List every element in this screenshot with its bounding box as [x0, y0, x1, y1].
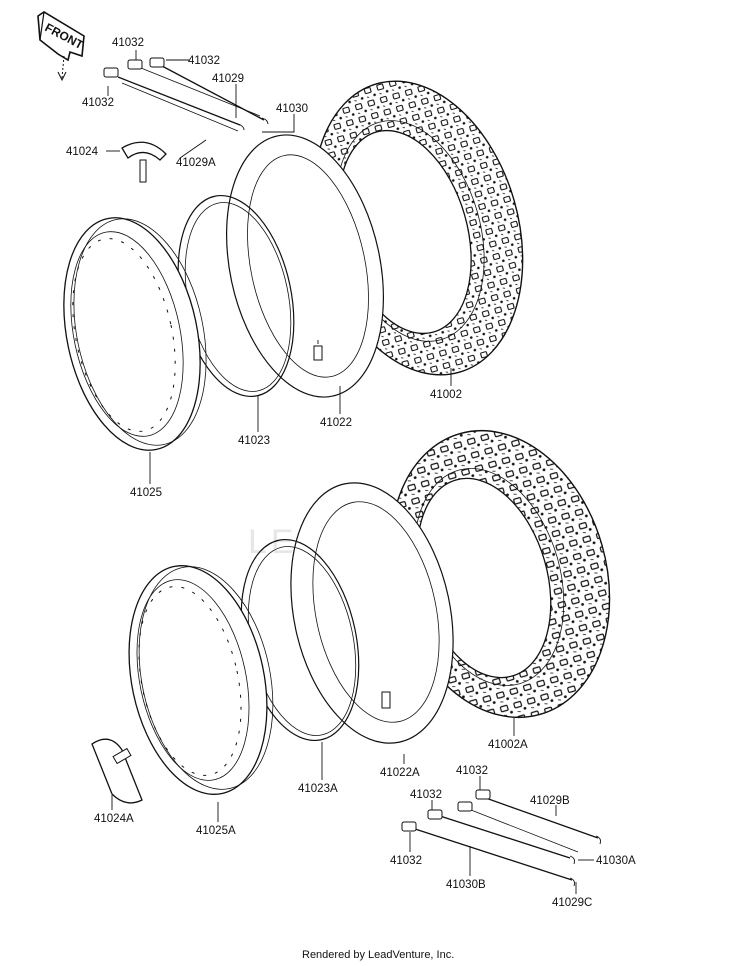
label-41030B[interactable]: 41030B: [446, 879, 486, 891]
footer-credit: Rendered by LeadVenture, Inc.: [302, 949, 454, 961]
rim-lock-41024A: [91, 738, 143, 804]
tube-41022A: [290, 482, 454, 744]
spokes-lower: [401, 789, 601, 887]
label-41030[interactable]: 41030: [276, 103, 308, 115]
label-41029C[interactable]: 41029C: [552, 897, 592, 909]
label-41024[interactable]: 41024: [66, 146, 99, 158]
label-41029[interactable]: 41029: [212, 73, 244, 85]
label-41032-d[interactable]: 41032: [456, 765, 488, 777]
label-41025[interactable]: 41025: [130, 487, 162, 499]
tube-41022: [226, 134, 384, 398]
label-41002[interactable]: 41002: [430, 389, 462, 401]
label-41029A[interactable]: 41029A: [176, 157, 216, 169]
label-41032-b[interactable]: 41032: [188, 55, 220, 67]
label-41032-e[interactable]: 41032: [410, 789, 442, 801]
rim-lock-41024: [121, 141, 167, 183]
rim-41025A: [128, 565, 274, 795]
label-41023[interactable]: 41023: [238, 435, 270, 447]
spokes-upper: [103, 57, 269, 132]
front-badge: FRONT: [37, 11, 86, 82]
label-41032-c[interactable]: 41032: [82, 97, 114, 109]
leader-lines: [106, 50, 594, 894]
label-41032-a[interactable]: 41032: [112, 37, 144, 49]
label-41024A[interactable]: 41024A: [94, 813, 134, 825]
rim-41025: [63, 217, 207, 451]
label-41030A[interactable]: 41030A: [596, 855, 636, 867]
label-41022A[interactable]: 41022A: [380, 767, 420, 779]
label-41025A[interactable]: 41025A: [196, 825, 236, 837]
label-41002A[interactable]: 41002A: [488, 739, 528, 751]
label-41023A[interactable]: 41023A: [298, 783, 338, 795]
label-41022[interactable]: 41022: [320, 417, 352, 429]
label-41032-f[interactable]: 41032: [390, 855, 422, 867]
label-41029B[interactable]: 41029B: [530, 795, 570, 807]
